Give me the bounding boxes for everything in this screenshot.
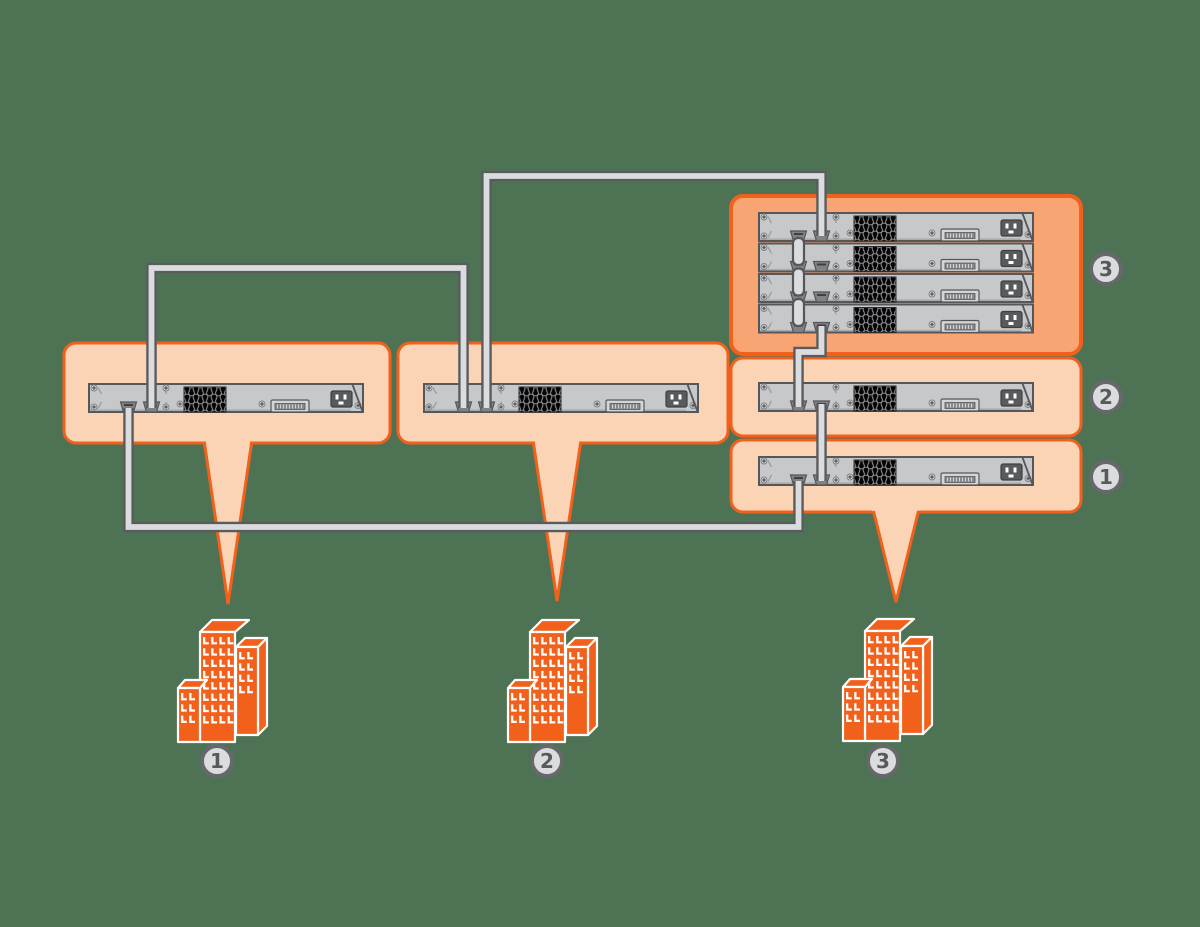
site-badge-2: 2 <box>530 744 564 778</box>
stack-connector-2 <box>791 267 806 297</box>
site-badge-3: 3 <box>866 744 900 778</box>
stack-connector-3 <box>791 297 806 328</box>
switch-icon-stack-unit1 <box>759 213 1033 241</box>
switch-icon-group1 <box>759 457 1033 485</box>
group-badge-1-label: 1 <box>1099 465 1113 489</box>
cable-site2-to-stack-top <box>481 170 827 408</box>
callout-pointer-site2 <box>531 440 583 602</box>
stack-connector-1 <box>791 236 806 267</box>
site-badge-2-label: 2 <box>540 749 554 773</box>
group-badge-2: 2 <box>1089 380 1123 414</box>
group-badge-3: 3 <box>1089 252 1123 286</box>
group-badge-1: 1 <box>1089 460 1123 494</box>
group-badge-3-label: 3 <box>1099 257 1113 281</box>
cable-site1-to-site2 <box>146 262 469 408</box>
cable-site1-to-group1 <box>123 408 804 533</box>
switch-icon-site1 <box>89 384 363 412</box>
group-badge-2-label: 2 <box>1099 385 1113 409</box>
callout-pointer-site3 <box>872 509 920 603</box>
site-badge-3-label: 3 <box>876 749 890 773</box>
site-badge-1: 1 <box>200 744 234 778</box>
site-badge-1-label: 1 <box>210 749 224 773</box>
cable-stack-to-group2 <box>793 326 827 407</box>
